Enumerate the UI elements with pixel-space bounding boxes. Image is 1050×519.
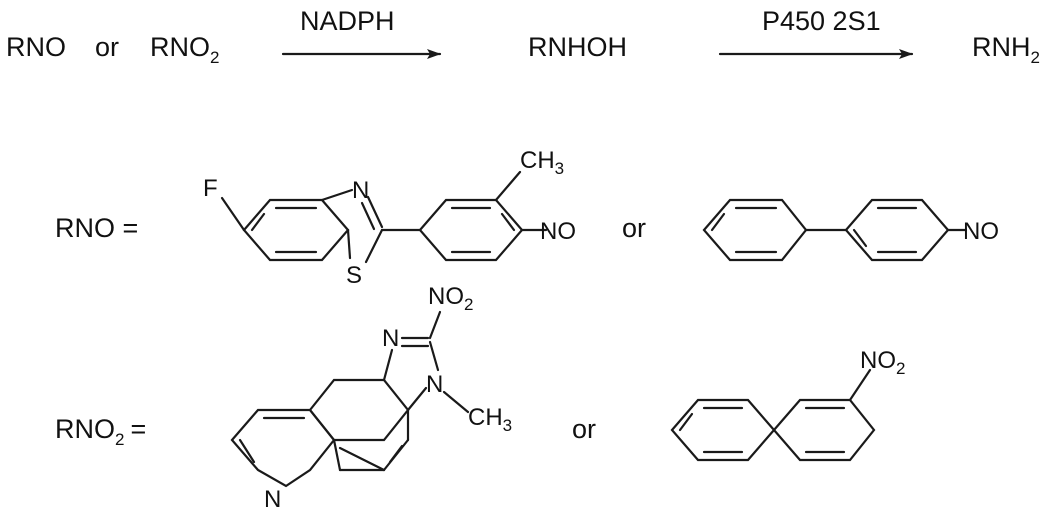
- molecule-nitrosobiphenyl: NO: [702, 198, 999, 262]
- fluoro-atom: F: [203, 175, 218, 202]
- pyridine-ring: [230, 408, 336, 488]
- or-text-reaction: or: [95, 32, 119, 62]
- or-text-rno: or: [622, 213, 646, 243]
- molecule-nitro-imidazoquinoline: N N N NO2 CH3: [230, 283, 512, 513]
- or-text-rno2: or: [572, 414, 596, 444]
- intermediate-rnhoh: RNHOH: [528, 32, 627, 62]
- reactant-rno: RNO: [6, 32, 66, 62]
- quinoline-n-atom: N: [264, 486, 281, 513]
- n-methyl-group: CH3: [468, 404, 512, 435]
- nitroso-group-1: NO: [540, 218, 576, 245]
- nitro-group-1: NO2: [428, 283, 473, 314]
- molecule-benzothiazole-nitroso: F N S CH3 NO: [203, 147, 576, 289]
- rno2-definition-label: RNO2=: [55, 414, 146, 449]
- nitroso-group-2: NO: [963, 218, 999, 245]
- benzo-ring-2: [308, 378, 410, 442]
- thiazole-s-atom: S: [346, 262, 362, 289]
- methyl-group: CH3: [520, 147, 564, 178]
- nitro-group-2: NO2: [860, 347, 905, 378]
- rno-definition-label: RNO =: [55, 213, 138, 243]
- imidazole-n-top: N: [382, 325, 399, 352]
- naphthalene-ring-right: [772, 398, 876, 462]
- thiazole-n-atom: N: [352, 177, 369, 204]
- imidazole-n-right: N: [426, 371, 443, 398]
- reagent-nadph: NADPH: [300, 6, 395, 36]
- product-rnh2: RNH2: [972, 32, 1040, 67]
- molecule-nitronaphthalene: NO2: [670, 347, 905, 462]
- reactant-rno2: RNO2: [150, 32, 219, 67]
- reagent-p450: P450 2S1: [762, 6, 881, 36]
